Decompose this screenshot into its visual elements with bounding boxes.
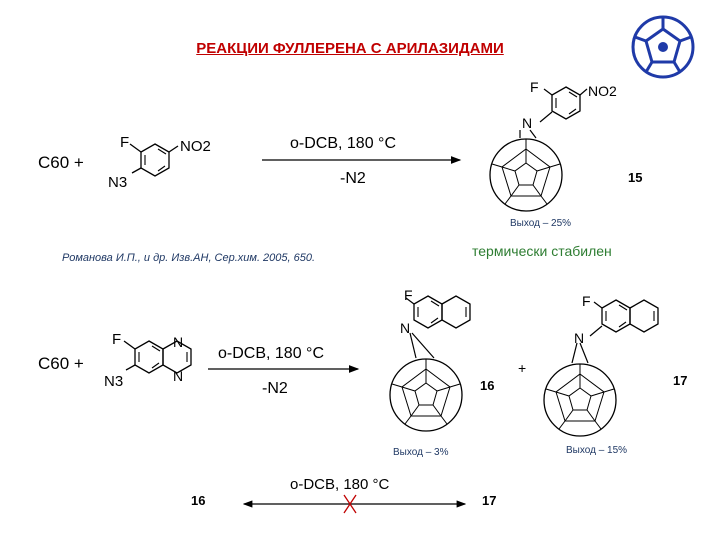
product16-number: 16 (480, 378, 494, 393)
condition-top-3: o-DCB, 180 °C (290, 476, 390, 493)
product16-ring (414, 296, 470, 328)
fluoro-label: F (120, 134, 129, 151)
page-title: РЕАКЦИИ ФУЛЛЕРЕНА С АРИЛАЗИДАМИ (196, 40, 504, 57)
reaction3-right: 17 (482, 493, 496, 508)
product17-number: 17 (673, 373, 687, 388)
fullerene-logo-icon (631, 15, 695, 79)
ring-n1: N (173, 334, 183, 350)
c60-reagent-2: C60 + (38, 354, 84, 373)
azide-label-2: N3 (104, 373, 123, 390)
product15-number: 15 (628, 170, 643, 185)
condition-bottom: -N2 (340, 170, 366, 187)
cross-mark-icon (343, 494, 357, 514)
fullerene-product16 (389, 358, 463, 432)
product17-ring (602, 300, 658, 332)
c60-reagent: C60 + (38, 153, 84, 172)
condition-top: o-DCB, 180 °C (290, 135, 396, 152)
fullerene-product15 (489, 138, 563, 212)
stability-note: термически стабилен (472, 243, 612, 259)
ring-n2: N (173, 368, 183, 384)
condition-bottom-2: -N2 (262, 380, 288, 397)
condition-top-2: o-DCB, 180 °C (218, 345, 324, 362)
product15-f: F (530, 79, 539, 95)
citation: Романова И.П., и др. Изв.АН, Сер.хим. 20… (62, 252, 316, 264)
product17-n: N (574, 330, 584, 346)
yield-product16: Выход – 3% (393, 447, 449, 458)
product15-no2: NO2 (588, 83, 617, 99)
azide-label: N3 (108, 174, 127, 191)
product15-n: N (522, 115, 532, 131)
product17-f: F (582, 293, 591, 309)
product15-ring (551, 86, 581, 120)
reaction1: C60 + F NO2 N3 o-DCB, 180 °C -N2 N F NO2 (38, 79, 617, 212)
benzene-ring (140, 143, 170, 177)
reaction3-left: 16 (191, 493, 205, 508)
plus-sign: + (518, 360, 526, 376)
fullerene-product17 (543, 363, 617, 437)
yield-product17: Выход – 15% (566, 445, 628, 456)
product16-n: N (400, 320, 410, 336)
fluoro-label-2: F (112, 331, 121, 348)
nitro-label: NO2 (180, 138, 211, 155)
product16-f: F (404, 287, 413, 303)
yield-product15: Выход – 25% (510, 218, 572, 229)
reaction2: C60 + F N3 N N o-DCB, 180 °C -N2 N F 16 … (38, 287, 687, 437)
reaction3: 16 o-DCB, 180 °C 17 (191, 476, 496, 514)
